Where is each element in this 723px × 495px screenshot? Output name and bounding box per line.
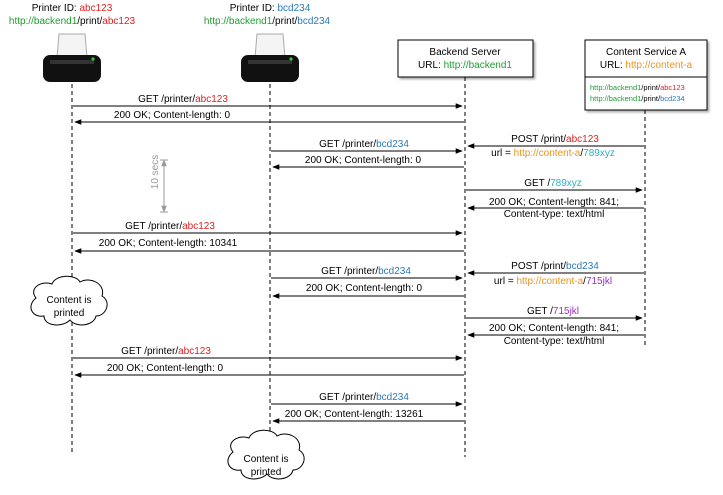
printer2-id-label: Printer ID: bcd234 — [230, 3, 311, 14]
content-service-url: URL: http://content-a — [600, 60, 693, 71]
cloud-text: Content is — [243, 454, 288, 465]
message-label: Content-type: text/html — [504, 336, 605, 347]
message-label: POST /print/abc123 — [511, 134, 599, 145]
message-label: 200 OK; Content-length: 13261 — [285, 409, 424, 420]
message-label: POST /print/bcd234 — [511, 261, 599, 272]
registry-entry: http://backend1/print/abc123 — [590, 83, 685, 92]
backend-server-box: Backend Server URL: http://backend1 — [397, 39, 534, 78]
backend-url: URL: http://backend1 — [418, 60, 512, 71]
registry-entry: http://backend1/print/bcd234 — [590, 94, 685, 103]
message-label: GET /printer/abc123 — [138, 94, 228, 105]
cloud-text: printed — [251, 467, 282, 478]
content-printed-cloud: Content is printed — [30, 275, 108, 326]
cloud-text: printed — [54, 308, 85, 319]
message-label: GET /printer/bcd234 — [321, 266, 411, 277]
message-label: 200 OK; Content-length: 841; — [489, 197, 619, 208]
backend-title: Backend Server — [429, 47, 501, 58]
message-label: Content-type: text/html — [504, 209, 605, 220]
printer-icon — [43, 33, 101, 82]
message-label: 200 OK; Content-length: 0 — [305, 155, 422, 166]
message-label: 200 OK; Content-length: 0 — [306, 283, 423, 294]
cloud-text: Content is — [46, 295, 91, 306]
message-label: url = http://content-a/789xyz — [491, 148, 615, 159]
message-label: 200 OK; Content-length: 841; — [489, 323, 619, 334]
content-printed-cloud: Content is printed — [227, 429, 305, 480]
message-label: GET /printer/bcd234 — [319, 392, 409, 403]
message-label: url = http://content-a/715jkl — [494, 276, 612, 287]
content-service-title: Content Service A — [606, 47, 686, 58]
message-label: GET /789xyz — [524, 178, 582, 189]
printer-icon — [241, 33, 299, 82]
message-label: 200 OK; Content-length: 0 — [107, 363, 224, 374]
message-label: 200 OK; Content-length: 10341 — [99, 238, 238, 249]
message-label: GET /printer/abc123 — [121, 346, 211, 357]
printer1-id-label: Printer ID: abc123 — [32, 3, 113, 14]
printer1-url: http://backend1/print/abc123 — [9, 16, 136, 27]
content-service-box: Content Service A URL: http://content-a … — [584, 39, 708, 111]
message-label: GET /printer/abc123 — [125, 221, 215, 232]
message-label: 200 OK; Content-length: 0 — [114, 110, 231, 121]
printer2-url: http://backend1/print/bcd234 — [204, 16, 331, 27]
message-label: GET /715jkl — [527, 306, 579, 317]
interval-label: 10 secs — [150, 155, 161, 189]
message-label: GET /printer/bcd234 — [319, 139, 409, 150]
